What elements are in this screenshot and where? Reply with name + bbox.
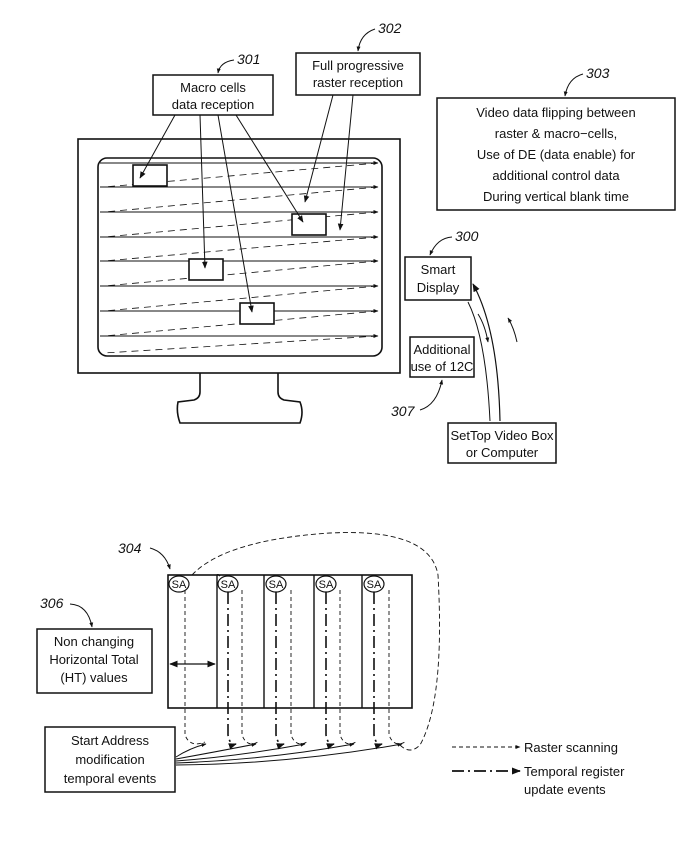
- ref-302: 302: [378, 20, 402, 36]
- settop-label-1: SetTop Video Box: [450, 428, 554, 443]
- retrace-line: [104, 261, 378, 286]
- raster-scan-columns: [185, 590, 405, 744]
- sa-label: SA: [367, 579, 382, 591]
- smart-display-label-1: Smart: [421, 262, 456, 277]
- macro-arrow: [218, 115, 252, 312]
- ht-values-label-3: (HT) values: [60, 670, 128, 685]
- legend-temporal-label-2: update events: [524, 782, 606, 797]
- macro-arrow: [236, 115, 303, 222]
- raster-scan-line: [291, 590, 307, 744]
- macro-cells-label-1: Macro cells: [180, 80, 246, 95]
- temporal-line: [374, 592, 382, 744]
- legend-raster-label: Raster scanning: [524, 740, 618, 755]
- ht-values-label-2: Horizontal Total: [49, 652, 138, 667]
- full-progressive-arrow: [305, 95, 333, 202]
- macro-cell: [240, 303, 274, 324]
- event-arrow: [176, 744, 206, 757]
- raster-scan-line: [389, 590, 405, 744]
- sa-label: SA: [172, 579, 187, 591]
- ref-304-leader: [150, 548, 170, 569]
- display-return-arrow: [508, 318, 517, 342]
- raster-return-arc: [192, 533, 440, 750]
- event-arrow: [176, 744, 354, 763]
- raster-scan-line: [185, 590, 205, 744]
- monitor-stand: [177, 373, 302, 423]
- video-flipping-line: raster & macro−cells,: [495, 126, 617, 141]
- retrace-line: [104, 187, 378, 212]
- smart-display-label-2: Display: [417, 280, 460, 295]
- legend-temporal-label-1: Temporal register: [524, 764, 625, 779]
- temporal-update-columns: [228, 592, 382, 744]
- legend: Raster scanning Temporal register update…: [452, 740, 625, 797]
- raster-scan-line: [340, 590, 356, 744]
- ref-301: 301: [237, 51, 260, 67]
- sa-label: SA: [319, 579, 334, 591]
- additional-i2c-label-1: Additional: [413, 342, 470, 357]
- temporal-line: [326, 592, 334, 744]
- full-progressive-label-1: Full progressive: [312, 58, 404, 73]
- video-flipping-line: During vertical blank time: [483, 189, 629, 204]
- settop-to-display-link: [473, 284, 500, 421]
- ref-303-leader: [565, 74, 583, 96]
- settop-label-2: or Computer: [466, 445, 539, 460]
- frame-block: [168, 575, 412, 708]
- start-address-label-2: modification: [75, 752, 144, 767]
- macro-cell: [133, 165, 167, 186]
- video-flipping-line: Video data flipping between: [476, 105, 636, 120]
- macro-arrows: [140, 115, 303, 312]
- column-band: [217, 575, 220, 708]
- raster-lines: [100, 163, 378, 336]
- ref-300: 300: [455, 228, 479, 244]
- temporal-line: [228, 592, 236, 744]
- ref-302-leader: [358, 29, 375, 51]
- ref-300-leader: [430, 237, 452, 255]
- ref-307: 307: [391, 403, 416, 419]
- macro-cells-label-2: data reception: [172, 97, 254, 112]
- ht-values-label-1: Non changing: [54, 634, 134, 649]
- ref-301-leader: [218, 60, 234, 73]
- start-address-label-3: temporal events: [64, 771, 157, 786]
- ref-303: 303: [586, 65, 610, 81]
- video-flipping-line: Use of DE (data enable) for: [477, 147, 636, 162]
- sa-label: SA: [221, 579, 236, 591]
- macro-cells: [133, 165, 326, 324]
- ref-304: 304: [118, 540, 142, 556]
- raster-scan-line: [242, 590, 258, 744]
- video-flipping-line: additional control data: [492, 168, 620, 183]
- macro-cell: [189, 259, 223, 280]
- monitor: [78, 139, 400, 423]
- macro-arrow: [200, 115, 205, 268]
- monitor-screen: [98, 158, 382, 356]
- retrace-line: [104, 336, 378, 353]
- start-address-arrows: [176, 744, 402, 765]
- ref-307-leader: [420, 380, 442, 410]
- additional-i2c-label-2: use of 12C: [411, 359, 474, 374]
- start-address-label-1: Start Address: [71, 733, 150, 748]
- sa-markers: SA SA SA SA SA: [169, 576, 384, 592]
- macro-cell: [292, 214, 326, 235]
- sa-label: SA: [269, 579, 284, 591]
- ref-306-leader: [70, 604, 92, 627]
- ref-306: 306: [40, 595, 64, 611]
- temporal-line: [276, 592, 284, 744]
- full-progressive-label-2: raster reception: [313, 75, 403, 90]
- retrace-line: [104, 212, 378, 237]
